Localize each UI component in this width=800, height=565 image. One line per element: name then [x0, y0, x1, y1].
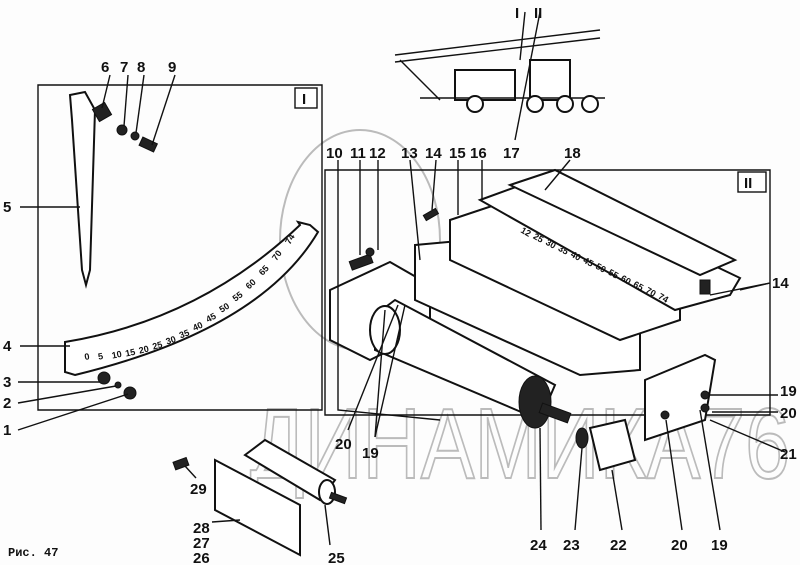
label-6: 6 [101, 59, 109, 76]
label-19-bottom: 19 [711, 537, 728, 554]
label-21: 21 [780, 446, 797, 463]
right-scale-tick-label: 35 [557, 243, 571, 257]
label-18: 18 [564, 145, 581, 162]
label-22: 22 [610, 537, 627, 554]
view-1-label: I [302, 91, 306, 108]
label-10: 10 [326, 145, 343, 162]
label-20-right: 20 [780, 405, 797, 422]
label-29: 29 [190, 481, 207, 498]
scale-tick-label: 0 [84, 351, 91, 362]
label-20-bottom: 20 [671, 537, 688, 554]
label-12: 12 [369, 145, 386, 162]
scale-tick-label: 60 [244, 277, 258, 291]
label-17: 17 [503, 145, 520, 162]
label-25: 25 [328, 550, 345, 565]
right-scale-tick-label: 50 [594, 261, 608, 275]
shaft-24 [538, 402, 572, 424]
scale-tick-label: 65 [257, 263, 271, 277]
label-5: 5 [3, 199, 11, 216]
right-scale-tick-label: 70 [644, 285, 658, 299]
scale-tick-label: 40 [191, 320, 204, 333]
label-7: 7 [120, 59, 128, 76]
right-scale-tick-label: 30 [544, 237, 558, 251]
label-28: 28 [193, 520, 210, 537]
right-scale-tick-label: 55 [607, 267, 621, 281]
scale-tick-label: 70 [270, 248, 284, 262]
label-26: 26 [193, 550, 210, 565]
scale-tick-label: 20 [138, 344, 150, 356]
label-16: 16 [470, 145, 487, 162]
roller-25 [243, 438, 337, 502]
view-2-frame [324, 169, 771, 416]
label-11: 11 [350, 145, 366, 162]
callout-view-1: I [515, 5, 519, 22]
label-1: 1 [3, 422, 11, 439]
right-scale-tick-label: 45 [582, 255, 596, 269]
right-scale-tick-label: 12 [519, 225, 533, 239]
label-9: 9 [168, 59, 176, 76]
scale-plate [64, 220, 320, 377]
cover-plate-18 [507, 168, 738, 277]
label-27: 27 [193, 535, 210, 552]
view-1-frame [37, 84, 323, 411]
label-23: 23 [563, 537, 580, 554]
scale-tick-label: 35 [178, 327, 191, 340]
scale-tick-label: 10 [111, 349, 123, 361]
bracket-right [644, 353, 717, 442]
label-2: 2 [3, 395, 11, 412]
label-14: 14 [425, 145, 442, 162]
scale-tick-label: 25 [151, 339, 163, 351]
leader-lines [17, 74, 786, 546]
scale-tick-label: 5 [97, 351, 104, 362]
label-4: 4 [3, 338, 12, 355]
label-19-right: 19 [780, 383, 797, 400]
view-2-label: II [744, 175, 752, 192]
label-8: 8 [137, 59, 145, 76]
label-13: 13 [401, 145, 418, 162]
scale-tick-label: 15 [124, 347, 136, 359]
label-15: 15 [449, 145, 466, 162]
label-19-left: 19 [362, 445, 379, 462]
right-scale-tick-label: 40 [569, 249, 583, 263]
right-scale-tick-label: 74 [657, 291, 671, 305]
label-20-left: 20 [335, 436, 352, 453]
right-scale-tick-label: 60 [619, 273, 633, 287]
right-scale-tick-label: 25 [532, 231, 546, 245]
figure-caption: Рис. 47 [8, 546, 58, 560]
scale-tick-label: 30 [165, 334, 178, 347]
housing-22 [588, 418, 637, 472]
callout-view-2: II [534, 5, 542, 22]
right-scale-tick-label: 65 [632, 279, 646, 293]
drum-end-right [518, 375, 552, 429]
label-14-right: 14 [772, 275, 789, 292]
scale-tick-label: 74 [283, 232, 297, 246]
label-3: 3 [3, 374, 11, 391]
crane-truck-illustration: I II 17 [394, 5, 605, 162]
scale-tick-label: 55 [231, 289, 245, 303]
plate-26-28 [214, 458, 301, 557]
scale-tick-label: 45 [204, 311, 218, 325]
scale-tick-label: 50 [217, 301, 231, 315]
label-24: 24 [530, 537, 547, 554]
pointer-part [68, 90, 97, 289]
